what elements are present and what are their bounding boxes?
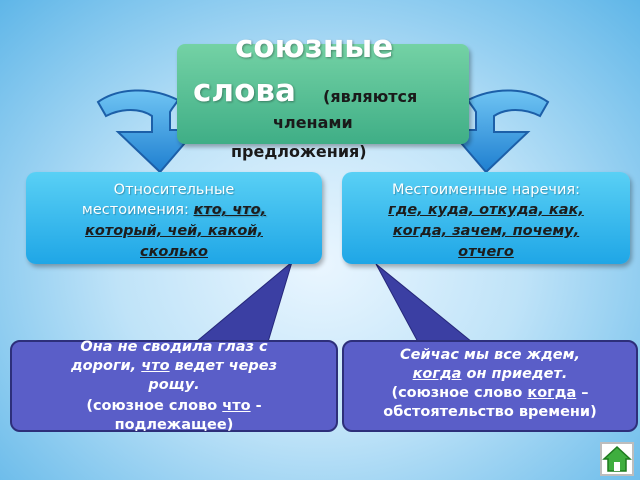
title-line-4: предложения) bbox=[231, 142, 367, 161]
title-line-2: слова bbox=[193, 73, 296, 109]
left-example-box: Она не сводила глаз с дороги, что ведет … bbox=[10, 339, 338, 433]
relative-pronouns-words-3: сколько bbox=[140, 244, 208, 260]
left-example-line-5: подлежащее) bbox=[114, 417, 234, 433]
left-example-keyword-2: что bbox=[222, 398, 251, 414]
left-curved-arrow bbox=[96, 89, 199, 174]
title-box: союзные слова (являются членами предложе… bbox=[177, 32, 469, 161]
relative-pronouns-words-1: кто, что, bbox=[193, 202, 267, 218]
right-example-line-1: Сейчас мы все ждем, bbox=[399, 347, 581, 363]
title-line-3: членами bbox=[273, 113, 353, 132]
relative-pronouns-heading-label: местоимения: bbox=[81, 202, 189, 218]
pronominal-adverbs-box: Местоименные наречия: где, куда, откуда,… bbox=[342, 172, 630, 264]
relative-pronouns-heading-2: местоимения: кто, что, bbox=[26, 200, 322, 221]
pronominal-adverbs-words-2: когда, зачем, почему, bbox=[392, 223, 580, 239]
right-example-line-3: (союзное слово когда – bbox=[391, 385, 589, 401]
title-note: (являются bbox=[323, 87, 418, 106]
right-example-line-4: обстоятельство времени) bbox=[383, 404, 597, 420]
left-example-line-3: рощу. bbox=[148, 377, 200, 393]
relative-pronouns-heading-1: Относительные bbox=[113, 182, 235, 198]
relative-pronouns-words-2: который, чей, какой, bbox=[85, 223, 263, 239]
right-callout-pointer bbox=[375, 263, 474, 343]
relative-pronouns-box: Относительные местоимения: кто, что, кот… bbox=[26, 172, 322, 264]
right-curved-arrow bbox=[447, 89, 550, 174]
left-callout-pointer bbox=[194, 260, 293, 343]
right-example-keyword: когда bbox=[412, 366, 462, 382]
title-line-1: союзные bbox=[235, 29, 394, 65]
left-example-line-2: дороги, что ведет через bbox=[70, 358, 278, 374]
pronominal-adverbs-words-1: где, куда, откуда, как, bbox=[388, 202, 584, 218]
home-icon bbox=[602, 445, 632, 472]
left-example-line-1: Она не сводила глаз с bbox=[80, 339, 268, 355]
right-example-box: Сейчас мы все ждем, когда он приедет. (с… bbox=[342, 340, 638, 432]
right-example-line-2: когда он приедет. bbox=[412, 366, 568, 382]
left-example-line-4: (союзное слово что - bbox=[86, 398, 262, 414]
left-example-keyword: что bbox=[141, 358, 170, 374]
pronominal-adverbs-words-3: отчего bbox=[458, 244, 514, 260]
pronominal-adverbs-heading: Местоименные наречия: bbox=[391, 182, 581, 198]
right-example-keyword-2: когда bbox=[527, 385, 577, 401]
home-button[interactable] bbox=[600, 442, 634, 476]
